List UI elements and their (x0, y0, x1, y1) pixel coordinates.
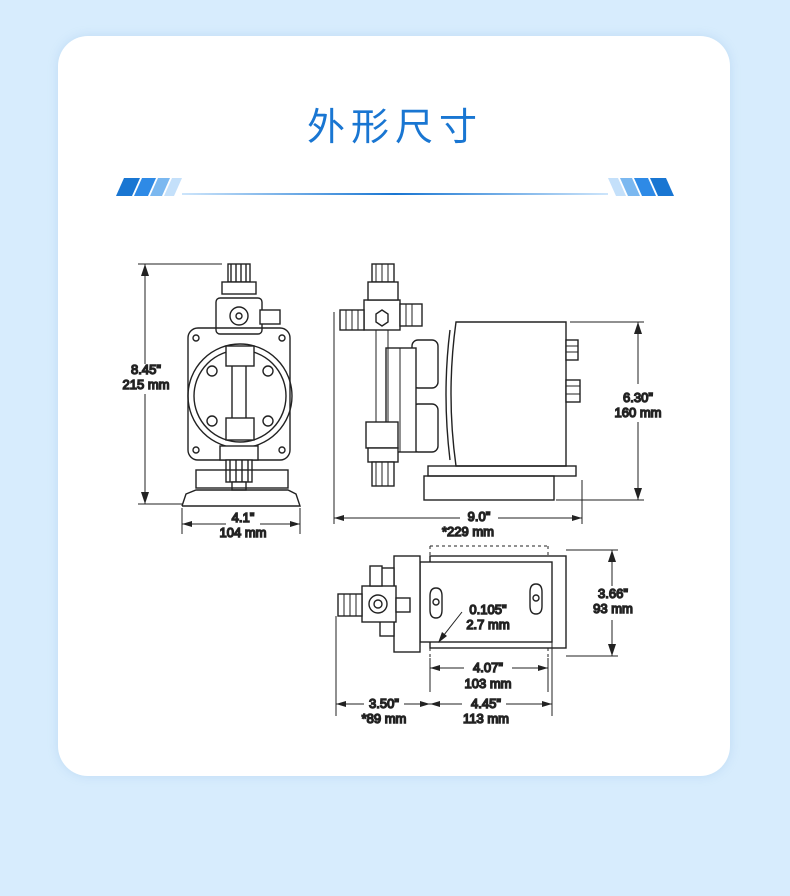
bolt-spacing-inch-label: 4.07" (473, 660, 503, 675)
front-offset-inch-label: 3.50" (369, 696, 399, 711)
length-mm-label: *229 mm (442, 524, 494, 539)
side-height-mm-label: 160 mm (615, 405, 662, 420)
top-view (335, 545, 618, 716)
bolt-spacing-mm-label: 103 mm (465, 676, 512, 691)
base-length-mm-label: 113 mm (463, 711, 509, 726)
side-view (333, 263, 644, 524)
slot-mm-label: 2.7 mm (466, 617, 509, 632)
height-mm-label: 215 mm (123, 377, 170, 392)
front-view (138, 263, 301, 534)
base-length-inch-label: 4.45" (471, 696, 501, 711)
length-inch-label: 9.0" (468, 509, 491, 524)
base-depth-mm-label: 93 mm (593, 601, 633, 616)
dimension-labels: 8.45" 215 mm 4.1" 104 mm 9.0" *229 mm 6.… (122, 361, 662, 726)
front-offset-mm-label: *89 mm (362, 711, 407, 726)
side-height-inch-label: 6.30" (623, 390, 653, 405)
slot-inch-label: 0.105" (469, 602, 507, 617)
page-title: 外形尺寸 (306, 105, 483, 149)
title-divider (116, 178, 674, 196)
front-width-inch-label: 4.1" (232, 510, 255, 525)
base-depth-inch-label: 3.66" (598, 586, 628, 601)
front-width-mm-label: 104 mm (220, 525, 267, 540)
height-inch-label: 8.45" (131, 362, 161, 377)
